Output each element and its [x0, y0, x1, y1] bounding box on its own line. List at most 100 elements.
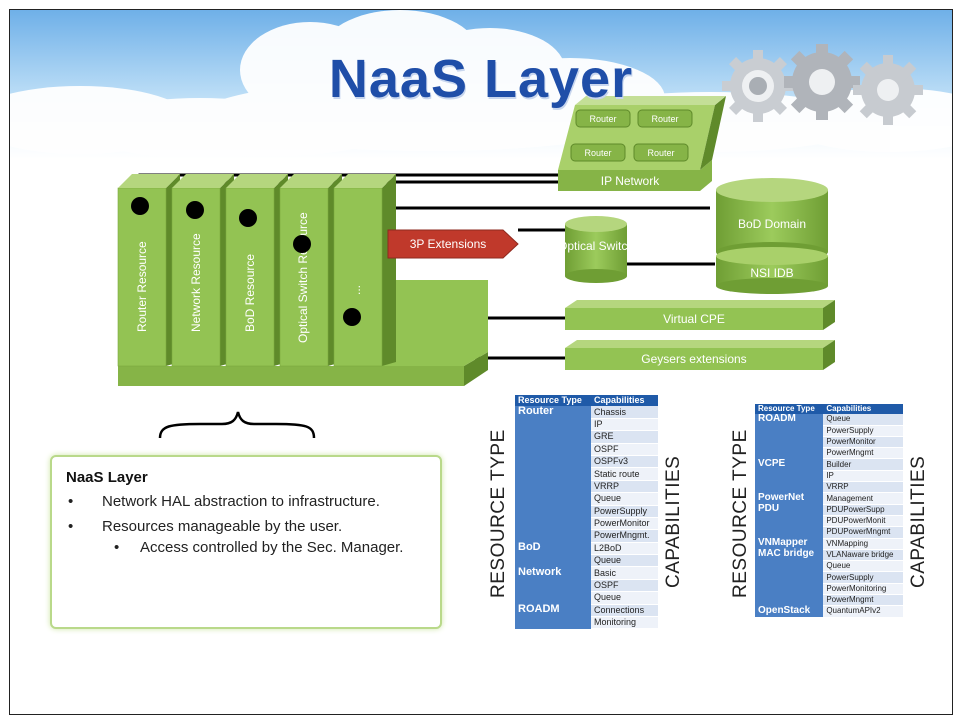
table-row: PowerMonitor [755, 436, 903, 449]
capability-cell: PowerSupply [591, 505, 658, 518]
bullet-item: •Network HAL abstraction to infrastructu… [66, 491, 426, 512]
table-row: Static route [515, 467, 658, 481]
virtual-cpe-label: Virtual CPE [663, 312, 725, 326]
left-table-capabilities-axis-label: CAPABILITIES [663, 455, 684, 588]
brace [158, 411, 316, 439]
resource-type-cell: ROADM [515, 604, 592, 629]
capability-cell: OSPFv3 [591, 455, 658, 469]
resource-type-cell: Router [515, 406, 592, 543]
table-row: Queue [515, 591, 658, 605]
sky-background [10, 10, 952, 190]
bod-domain-cylinder: BoD Domain [716, 178, 828, 262]
resource-slab-side [382, 174, 396, 366]
capability-cell: Management [823, 492, 903, 505]
table-row: Monitoring [515, 616, 658, 630]
table-row: IP [515, 418, 658, 432]
callout-title: NaaS Layer [66, 469, 148, 486]
table-row: PowerMngmt [755, 447, 903, 460]
capability-cell: Queue [591, 554, 658, 568]
naas-diagram: Router Resource Network Resource BoD Res… [10, 10, 952, 439]
capability-cell: Connections [591, 604, 658, 618]
table-header-cell: Resource Type [755, 404, 824, 415]
bullet-item: •Resources manageable by the user. [66, 516, 426, 537]
table-header-cell: Capabilities [591, 395, 658, 407]
capability-cell: Static route [591, 467, 658, 481]
bullet-text: Network HAL abstraction to infrastructur… [102, 493, 380, 510]
resource-slab [117, 187, 167, 367]
resource-type-cell: ROADM [755, 414, 824, 459]
resource-slab-top [226, 174, 288, 188]
table-row: PowerSupply [755, 425, 903, 437]
capability-cell: IP [591, 418, 658, 432]
table-row: PowerMonitoring [755, 583, 903, 596]
resource-type-cell: PowerNet [755, 492, 824, 505]
resource-type-cell: MAC bridge [755, 549, 824, 606]
capability-cell: PowerSupply [823, 571, 903, 584]
router-resource-label: Router Resource [135, 241, 149, 332]
capability-cell: PowerMngmt [823, 594, 903, 607]
table-row: OSPF [515, 443, 658, 456]
router-node: Router [589, 114, 616, 124]
sub-bullet-item: • Access controlled by the Sec. Manager. [66, 537, 426, 558]
nsi-idb-label: NSI IDB [750, 266, 793, 280]
bullet-symbol: • [114, 539, 120, 556]
resource-type-cell: OpenStack [755, 605, 824, 618]
bullet-text: Access controlled by the Sec. Manager. [140, 539, 404, 556]
resource-type-cell: PDU [755, 504, 824, 539]
capability-cell: GRE [591, 430, 658, 444]
capability-cell: Queue [591, 591, 658, 605]
resource-slab-top [118, 174, 180, 188]
virtual-cpe-bar: Virtual CPE [565, 300, 835, 330]
resource-slab-top [334, 174, 396, 188]
table-row: OSPF [515, 579, 658, 593]
connection-dots [131, 197, 361, 326]
capability-cell: VRRP [591, 480, 658, 494]
capability-cell: VLANaware bridge [823, 549, 903, 562]
table-row: OSPFv3 [515, 455, 658, 469]
resource-type-cell: VNMapper [755, 537, 824, 550]
resource-type-cell: VCPE [755, 459, 824, 493]
capability-cell: IP [823, 470, 903, 483]
router-node: Router [584, 148, 611, 158]
geysers-extensions-label: Geysers extensions [641, 352, 746, 366]
bullet-text: Resources manageable by the user. [102, 518, 343, 535]
table-row: Queue [515, 492, 658, 506]
capability-cell: VNMapping [823, 538, 903, 550]
3p-extensions-arrow: 3P Extensions [387, 229, 519, 259]
resource-slab [333, 187, 383, 367]
resource-slab-top [280, 174, 342, 188]
capability-cell: PowerMonitor [591, 517, 658, 531]
table-row: PowerSupply [515, 505, 658, 518]
resource-slab-top [172, 174, 234, 188]
table-row: PowerMonitor [515, 517, 658, 531]
resource-type-cell: Network [515, 566, 592, 605]
bod-resource-label: BoD Resource [243, 254, 257, 332]
capability-cell: Queue [591, 492, 658, 506]
right-table-type-axis-label: RESOURCE TYPE [730, 429, 751, 598]
table-row: IP [755, 470, 903, 483]
router-node: Router [651, 114, 678, 124]
optical-switch-label: Optical Switch [558, 239, 634, 253]
resource-stack [117, 174, 488, 386]
capability-cell: Queue [823, 560, 903, 573]
slide-title: NaaS Layer [328, 49, 634, 109]
naas-layer-callout: NaaS Layer •Network HAL abstraction to i… [50, 455, 442, 629]
left-table-type-axis-label: RESOURCE TYPE [488, 429, 509, 598]
ip-network-label: IP Network [601, 174, 660, 188]
table-row: VRRP [515, 480, 658, 494]
gears-icon [722, 44, 923, 125]
capability-cell: Basic [591, 566, 658, 580]
optical-switch-cylinder: Optical Switch [558, 216, 634, 283]
3p-extensions-label: 3P Extensions [410, 237, 487, 251]
table-header-cell: Capabilities [823, 404, 903, 415]
